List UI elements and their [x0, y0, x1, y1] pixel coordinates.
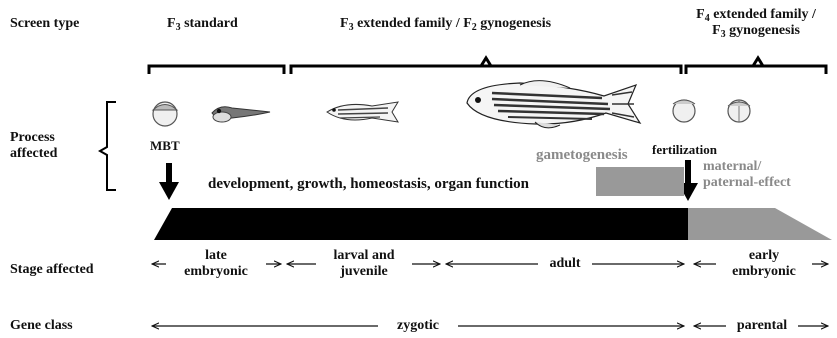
early-larva-icon — [212, 107, 270, 122]
stage-early-line2: embryonic — [716, 264, 812, 280]
stage-late-embryonic: late embryonic — [166, 248, 266, 280]
cleavage-embryo-icon — [728, 100, 750, 122]
f4-line2-pre: F — [712, 23, 721, 38]
fertilization-label: fertilization — [652, 142, 717, 158]
stage-larval-juvenile: larval and juvenile — [316, 248, 412, 280]
stage-larval-line2: juvenile — [316, 264, 412, 280]
f4-line2-post: gynogenesis — [726, 23, 800, 38]
f3-standard-pre: F — [167, 16, 176, 31]
screen-f3-standard-label: F3 standard — [167, 16, 238, 32]
maternal-effect-label: maternal/ paternal-effect — [703, 159, 791, 191]
maternal-line2: paternal-effect — [703, 175, 791, 191]
adult-zebrafish-icon — [467, 81, 640, 128]
gene-class-parental: parental — [726, 318, 798, 334]
f4-line1-pre: F — [696, 7, 705, 22]
fertilized-egg-icon — [673, 100, 695, 122]
bracket-f3-extended — [291, 58, 681, 74]
screen-f3-extended-label: F3 extended family / F2 gynogenesis — [340, 16, 551, 32]
gene-class-zygotic: zygotic — [378, 318, 458, 334]
row-label-stage-affected: Stage affected — [10, 262, 94, 278]
f3-extended-mid: extended family / F — [354, 16, 472, 31]
stage-early-embryonic: early embryonic — [716, 248, 812, 280]
process-brace — [100, 102, 116, 190]
f4-extended-line2: F3 gynogenesis — [676, 23, 836, 39]
stage-adult-line1: adult — [538, 256, 592, 272]
row-label-process-line2: affected — [10, 146, 57, 162]
f3-standard-post: standard — [181, 16, 238, 31]
screen-f4-extended-label: F4 extended family / F3 gynogenesis — [676, 7, 836, 39]
stage-larval-line1: larval and — [316, 248, 412, 264]
parental-bar — [688, 208, 832, 240]
stage-early-line1: early — [716, 248, 812, 264]
row-label-process-line1: Process — [10, 130, 57, 146]
mbt-down-arrow — [159, 163, 179, 200]
f4-line1-post: extended family / — [710, 7, 816, 22]
development-label: development, growth, homeostasis, organ … — [208, 176, 529, 192]
bracket-f3-standard — [149, 66, 284, 74]
bracket-f4-extended — [686, 58, 826, 74]
gametogenesis-bar — [596, 167, 684, 196]
f3-extended-post: gynogenesis — [477, 16, 551, 31]
gametogenesis-label: gametogenesis — [536, 147, 628, 163]
maternal-line1: maternal/ — [703, 159, 791, 175]
zygotic-bar — [154, 208, 688, 240]
mbt-label: MBT — [150, 138, 180, 154]
stage-adult: adult — [538, 256, 592, 272]
row-label-gene-class: Gene class — [10, 318, 73, 334]
f3-extended-pre1: F — [340, 16, 349, 31]
f4-extended-line1: F4 extended family / — [676, 7, 836, 23]
juvenile-fish-icon — [327, 102, 398, 122]
stage-late-line1: late — [166, 248, 266, 264]
row-label-process-affected: Process affected — [10, 130, 57, 162]
stage-late-line2: embryonic — [166, 264, 266, 280]
embryo-icon — [153, 102, 177, 126]
row-label-screen-type: Screen type — [10, 16, 79, 32]
